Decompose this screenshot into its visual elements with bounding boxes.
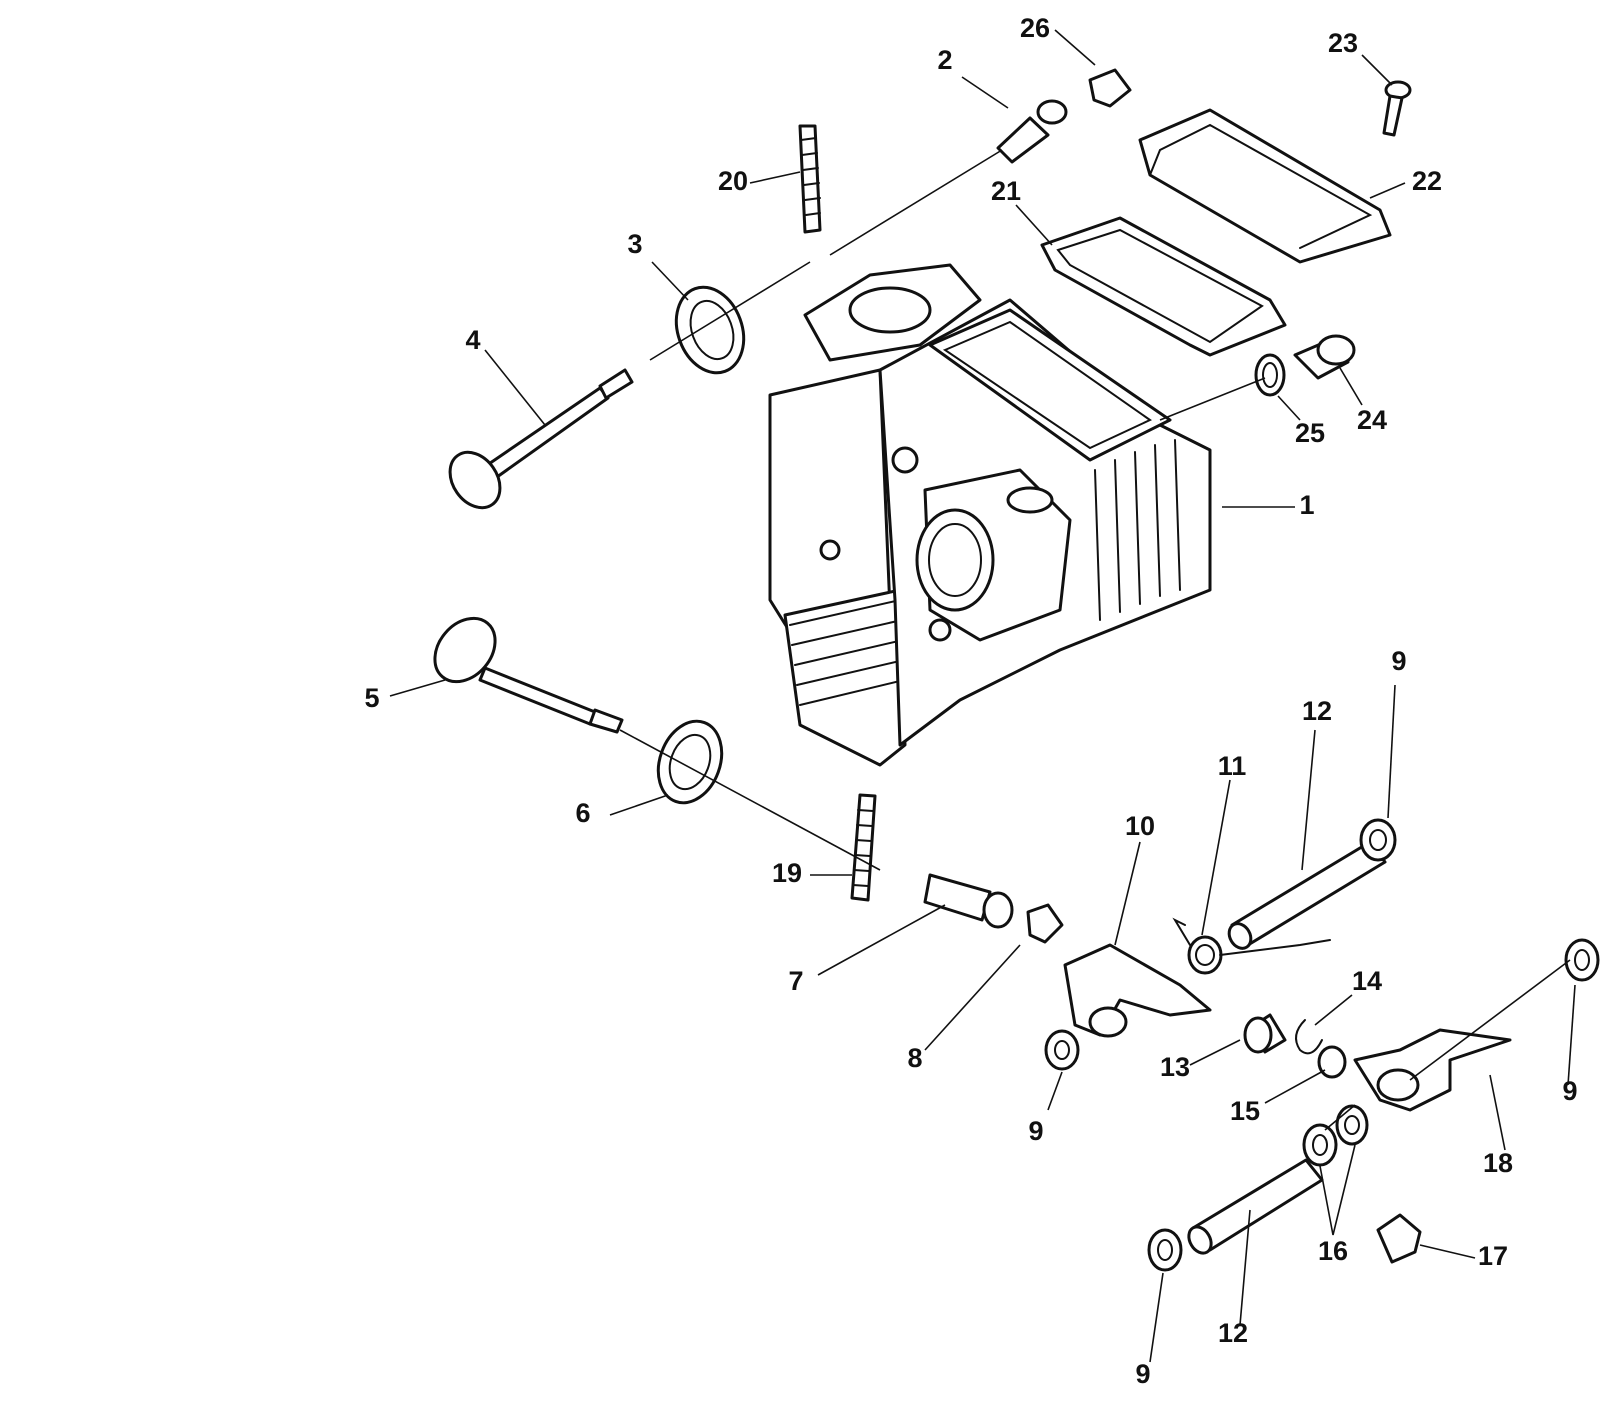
assembly-lines [619, 149, 1571, 1131]
leader-lines [389, 29, 1576, 1363]
rocker-shaft-upper [1227, 840, 1387, 950]
callout-9-a: 9 [1028, 1116, 1043, 1146]
rocker-cover-gasket [1040, 216, 1287, 357]
plug-o-ring [1254, 353, 1286, 397]
callout-16: 16 [1318, 1236, 1348, 1266]
callout-14: 14 [1352, 966, 1382, 996]
exhaust-valve [433, 616, 624, 734]
rocker-spring [1172, 917, 1331, 975]
callout-7: 7 [788, 966, 803, 996]
rocker-arm-lower [1353, 1028, 1512, 1112]
callout-15: 15 [1230, 1096, 1260, 1126]
stud-lower [850, 793, 877, 902]
callout-1: 1 [1299, 490, 1314, 520]
callout-2: 2 [937, 45, 952, 75]
bushing [1243, 1013, 1287, 1054]
callout-6: 6 [575, 798, 590, 828]
valve-cap-lower [1026, 903, 1064, 944]
valve-cap-top [1088, 68, 1132, 108]
washer-far-right [1564, 938, 1600, 982]
callout-18: 18 [1483, 1148, 1513, 1178]
callout-3: 3 [627, 229, 642, 259]
valve-guide-lower [923, 873, 1014, 929]
valve-guide-top [996, 99, 1068, 164]
shims [1302, 1104, 1369, 1167]
valve-seat-top [674, 285, 746, 375]
callout-25: 25 [1295, 418, 1325, 448]
intake-valve [448, 368, 634, 510]
clamp [1376, 1213, 1422, 1264]
valve-seat-lower [656, 719, 724, 805]
callout-23: 23 [1328, 28, 1358, 58]
callout-5: 5 [364, 683, 379, 713]
callout-9-d: 9 [1135, 1359, 1150, 1389]
callout-12-a: 12 [1302, 696, 1332, 726]
circlip [1295, 1019, 1323, 1055]
callout-17: 17 [1478, 1241, 1508, 1271]
spacer [1317, 1045, 1347, 1079]
rocker-shaft-lower [1187, 1158, 1324, 1255]
callout-4: 4 [465, 325, 480, 355]
washer-upper-right [1359, 818, 1397, 862]
cylinder-head [768, 263, 1212, 767]
callout-19: 19 [772, 858, 802, 888]
callout-26: 26 [1020, 13, 1050, 43]
callout-21: 21 [991, 176, 1021, 206]
callout-24: 24 [1357, 405, 1387, 435]
stud-top [798, 124, 822, 234]
callout-9-c: 9 [1562, 1076, 1577, 1106]
inspection-plug [1293, 334, 1356, 380]
callout-8: 8 [907, 1043, 922, 1073]
callout-labels: 1 2 3 4 5 6 7 8 9 9 9 9 9 10 11 12 12 13… [364, 13, 1577, 1389]
washer-mid-left [1044, 1029, 1080, 1071]
callout-12-b: 12 [1218, 1318, 1248, 1348]
callout-9-b: 9 [1391, 646, 1406, 676]
callout-20: 20 [718, 166, 748, 196]
cover-screw [1382, 80, 1412, 137]
rocker-cover [1138, 108, 1392, 264]
callout-13: 13 [1160, 1052, 1190, 1082]
callout-22: 22 [1412, 166, 1442, 196]
callout-11: 11 [1218, 751, 1247, 781]
callout-10: 10 [1125, 811, 1155, 841]
rocker-arm-upper [1063, 943, 1212, 1038]
washer-bottom [1147, 1228, 1183, 1272]
